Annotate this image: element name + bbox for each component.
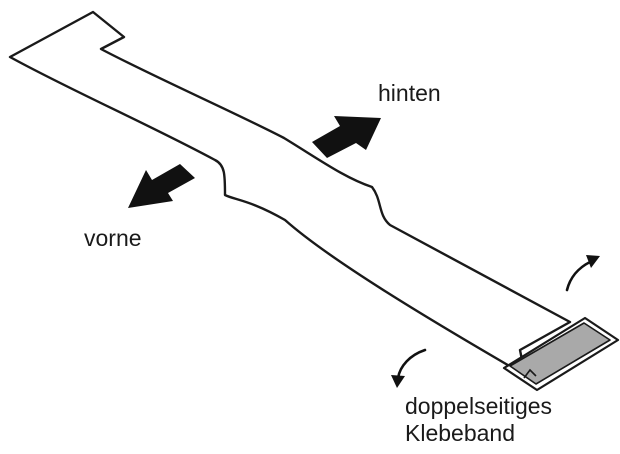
back-label: hinten <box>378 80 441 106</box>
curved-arrow-down-icon <box>391 348 427 388</box>
tape-label-line1: doppelseitiges <box>405 393 553 419</box>
arrow-down-left-icon <box>128 164 195 208</box>
tape-label-line2: Klebeband <box>405 420 515 446</box>
curved-arrow-up-icon <box>565 255 600 292</box>
paper-strip-outline <box>8 10 572 377</box>
arrow-up-right-icon <box>312 116 381 158</box>
front-label: vorne <box>84 225 142 251</box>
tape-label: doppelseitiges Klebeband <box>405 393 552 447</box>
tape-patch <box>502 316 620 392</box>
